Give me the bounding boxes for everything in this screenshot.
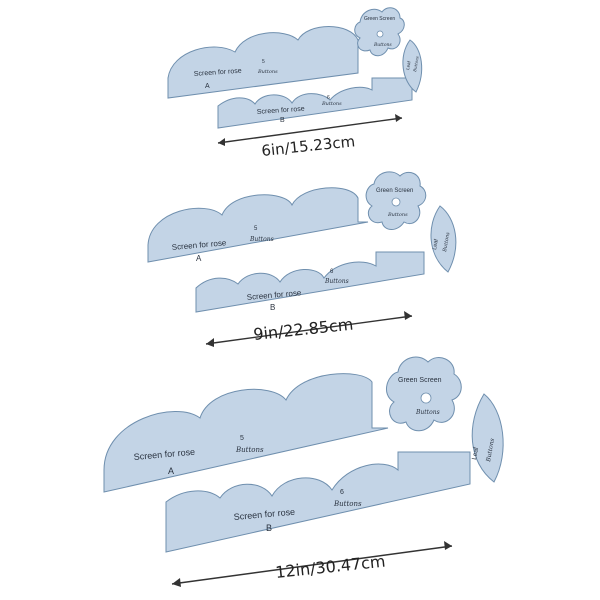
- leaf-signature: Buttons: [442, 231, 452, 253]
- piece-b-letter: B: [270, 303, 275, 312]
- leaf-title: Leaf: [405, 60, 412, 70]
- flower-signature: Buttons: [387, 212, 408, 218]
- flower-template: Green Screen Buttons: [385, 356, 462, 432]
- piece-b-mark: 6: [327, 95, 330, 101]
- leaf-title: Leaf: [471, 446, 480, 460]
- piece-a-template: Screen for rose A 5 Buttons: [103, 373, 389, 493]
- piece-a-letter: A: [205, 83, 210, 90]
- piece-a-letter: A: [196, 254, 202, 263]
- size-label-9in: 9in/22.85cm: [252, 315, 354, 344]
- leaf-template: Leaf Buttons: [402, 39, 423, 93]
- piece-a-template: Screen for rose A 5 Buttons: [167, 26, 359, 99]
- flower-template: Green Screen Buttons: [365, 171, 427, 230]
- piece-a-title: Screen for rose: [194, 68, 242, 78]
- leaf-template: Leaf Buttons: [430, 205, 457, 273]
- piece-a-mark: 5: [254, 226, 258, 232]
- piece-b-letter: B: [280, 117, 285, 124]
- piece-b-template: Screen for rose B 6 Buttons: [165, 451, 471, 553]
- piece-b-mark: 6: [330, 269, 334, 275]
- size-label-12in: 12in/30.47cm: [274, 552, 386, 582]
- piece-b-signature: Buttons: [321, 101, 342, 107]
- piece-a-signature: Buttons: [257, 69, 278, 75]
- piece-a-letter: A: [168, 466, 174, 476]
- piece-a-signature: Buttons: [249, 236, 274, 243]
- piece-a-signature: Buttons: [235, 446, 264, 454]
- piece-b-template: Screen for rose B 6 Buttons: [217, 77, 413, 129]
- leaf-signature: Buttons: [412, 56, 420, 73]
- template-set-9in: Screen for rose A 5 Buttons Screen for r…: [147, 171, 457, 347]
- piece-b-letter: B: [266, 523, 272, 533]
- piece-b-signature: Buttons: [324, 278, 349, 285]
- dimension-12in: 12in/30.47cm: [171, 541, 453, 587]
- leaf-title: Leaf: [432, 238, 440, 250]
- piece-a-mark: 5: [262, 59, 265, 65]
- flower-signature: Buttons: [373, 42, 392, 48]
- piece-b-signature: Buttons: [333, 500, 362, 508]
- dimension-9in: 9in/22.85cm: [205, 311, 413, 347]
- flower-signature: Buttons: [415, 409, 440, 416]
- piece-b-mark: 6: [340, 489, 344, 496]
- size-label-6in: 6in/15.23cm: [261, 132, 356, 160]
- flower-title: Green Screen: [364, 16, 395, 22]
- leaf-template: Leaf Buttons: [471, 393, 504, 483]
- piece-b-template: Screen for rose B 6 Buttons: [195, 251, 425, 313]
- flower-title: Green Screen: [398, 377, 442, 384]
- piece-a-mark: 5: [240, 435, 244, 442]
- piece-a-template: Screen for rose A 5 Buttons: [147, 187, 369, 263]
- template-set-6in: Screen for rose A 5 Buttons Screen for r…: [167, 7, 423, 160]
- template-set-12in: Screen for rose A 5 Buttons Screen for r…: [103, 356, 504, 587]
- piece-b-title: Screen for rose: [257, 106, 305, 116]
- leaf-signature: Buttons: [485, 438, 496, 463]
- flower-title: Green Screen: [376, 188, 413, 194]
- flower-template: Green Screen Buttons: [354, 7, 405, 57]
